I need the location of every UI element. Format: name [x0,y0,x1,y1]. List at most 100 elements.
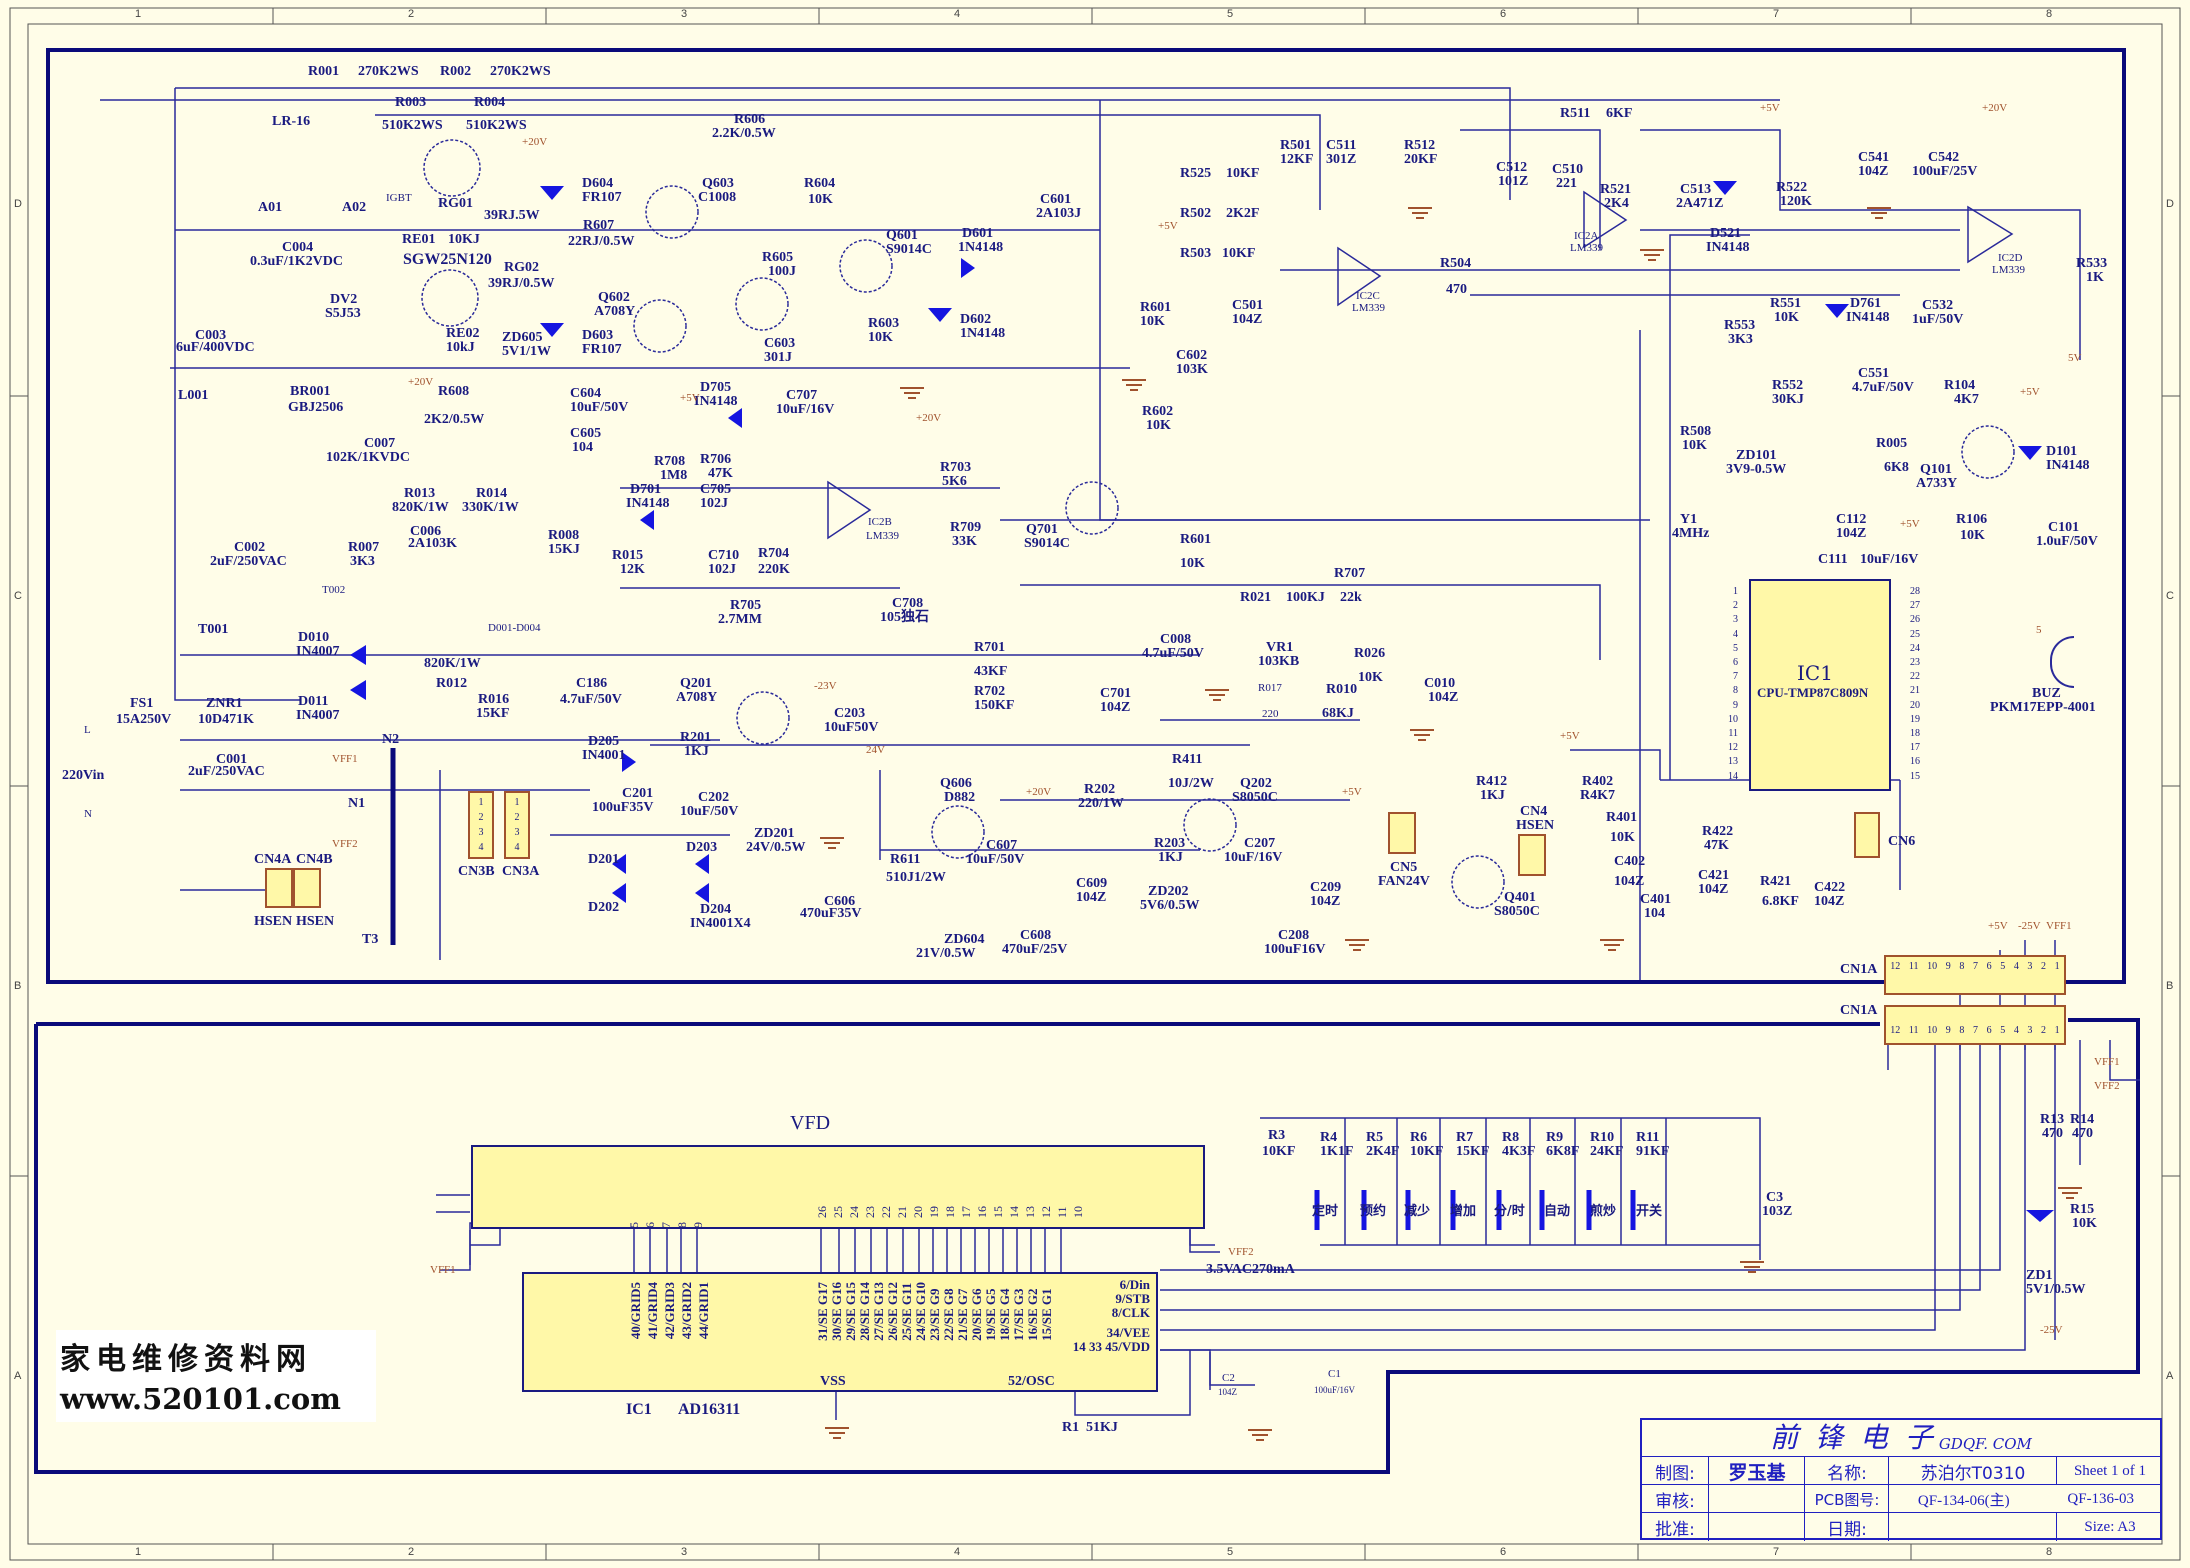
r706-label: R706 [700,452,732,467]
c701-label: C701 [1100,686,1132,701]
r501-value: 12KF [1280,152,1314,167]
seg-pin: 16 [975,1206,989,1218]
r201-value: 1KJ [684,744,709,759]
key-fry-button[interactable]: 煎炒 [1590,1204,1617,1219]
key-timer-button[interactable]: 定时 [1312,1204,1339,1219]
ic2d-label: IC2D [1998,252,2023,264]
r508-value: 10K [1682,438,1707,453]
key-auto-button[interactable]: 自动 [1544,1204,1571,1219]
mcu-pin: 22 [1910,671,1920,683]
seg-pin: 10 [1071,1206,1085,1218]
c606-value: 470uF35V [800,906,862,921]
zone-col-3: 3 [681,8,688,20]
r705-label: R705 [730,598,762,613]
c609-value: 104Z [1076,890,1107,905]
c607-label: C607 [986,838,1018,853]
c608-value: 470uF/25V [1002,942,1068,957]
r401-label: R401 [1606,810,1638,825]
key-power-button[interactable]: 开关 [1636,1204,1663,1219]
r511-label: R511 [1560,106,1591,121]
rail-20v-2: +20V [408,376,434,388]
r104-label: R104 [1944,378,1976,393]
rail-vff1-cn1: VFF1 [2046,920,2072,932]
drawing-border [9,7,2181,1561]
q606-label: Q606 [940,776,972,791]
ic2b-part: LM339 [866,530,899,542]
r703-value: 5K6 [942,474,967,489]
l001-label: L001 [178,388,209,403]
cn1a-label-display: CN1A [1840,1003,1878,1018]
seg-label: 21/SE G7 [955,1288,970,1341]
q602-value: A708Y [594,304,636,319]
q602-label: Q602 [598,290,630,305]
key-increase-button[interactable]: 增加 [1450,1204,1477,1219]
key-decrease-button[interactable]: 减少 [1404,1204,1431,1219]
r411-value: 10J/2W [1168,776,1214,791]
y1-label: Y1 [1680,512,1698,527]
c512-label: C512 [1496,160,1528,175]
rail-24v: 24V [866,744,885,756]
pcb-main: QF-134-06(主) [1917,1492,2010,1509]
cn5-value: FAN24V [1378,874,1430,889]
pin: 9 [1945,1025,1951,1036]
r015-label: R015 [612,548,644,563]
q601-value: S9014C [886,242,932,257]
key-min-hour-button[interactable]: 分/时 [1494,1204,1525,1219]
mcu-pin: 26 [1910,614,1920,626]
c203-value: 10uF50V [824,720,879,735]
vr1-label: VR1 [1266,640,1294,655]
r412-label: R412 [1476,774,1508,789]
approve-label: 批准: [1655,1519,1695,1540]
pin: 3 [2027,1025,2033,1036]
c004-value: 0.3uF/1K2VDC [250,254,343,269]
r601-value: 10K [1140,314,1165,329]
c402-label: C402 [1614,854,1646,869]
r422-value: 47K [1704,838,1729,853]
mcu-pin: 1 [1733,586,1738,597]
grid-label: 42/GRID3 [662,1282,677,1340]
zd202-value: 5V6/0.5W [1140,898,1200,913]
c002-value: 2uF/250VAC [210,554,287,569]
c542-value: 100uF/25V [1912,164,1978,179]
zd101-label: ZD101 [1736,448,1777,463]
c007-label: C007 [364,436,396,451]
buzzer-supply: 5 [2036,624,2042,636]
r502-label: R502 [1180,206,1212,221]
title-row-3: 批准: 日期: Size: A3 [1642,1512,2160,1541]
r602-value: 10K [1146,418,1171,433]
key-preset-button[interactable]: 预约 [1360,1204,1387,1219]
zone-row-c-right: C [2166,590,2174,602]
c006-value: 2A103K [408,536,457,551]
seg-pin: 26 [815,1206,829,1218]
watermark: 家电维修资料网 www.520101.com [56,1330,376,1422]
r701-value: 43KF [974,664,1008,679]
c601-label: C601 [1040,192,1072,207]
wiring [100,87,2140,1420]
r604-label: R604 [804,176,836,191]
br001-value: GBJ2506 [288,400,344,415]
r601b-value: 10K [1180,556,1205,571]
c513-value: 2A471Z [1676,196,1724,211]
ctrl-pin-vdd: 14 33 45/VDD [1072,1339,1150,1354]
r707-label: R707 [1334,566,1366,581]
d603-value: FR107 [582,342,622,357]
watermark-title: 家电维修资料网 [60,1342,312,1377]
a01-label: A01 [258,200,283,215]
r702-value: 150KF [974,698,1015,713]
pin: 7 [1972,961,1978,972]
c007-value: 102K/1KVDC [326,450,410,465]
pin: 6 [1986,1025,1992,1036]
c421-label: C421 [1698,868,1730,883]
title-block: 前 锋 电 子 GDQF. COM 制图: 罗玉基 名称: 苏泊尔T0310 S… [1640,1418,2162,1541]
c512-value: 101Z [1498,174,1529,189]
c1-value: 100uF/16V [1314,1385,1356,1395]
r602-label: R602 [1142,404,1174,419]
zd604-label: ZD604 [944,932,985,947]
zone-col-1: 1 [135,8,142,20]
sheet-size: Size: A3 [2056,1513,2163,1541]
seg-label: 29/SE G15 [843,1282,858,1341]
r412-value: 1KJ [1480,788,1505,803]
company-name: 前 锋 电 子 [1770,1421,1937,1454]
dv2-label: DV2 [330,292,358,307]
c602-label: C602 [1176,348,1208,363]
